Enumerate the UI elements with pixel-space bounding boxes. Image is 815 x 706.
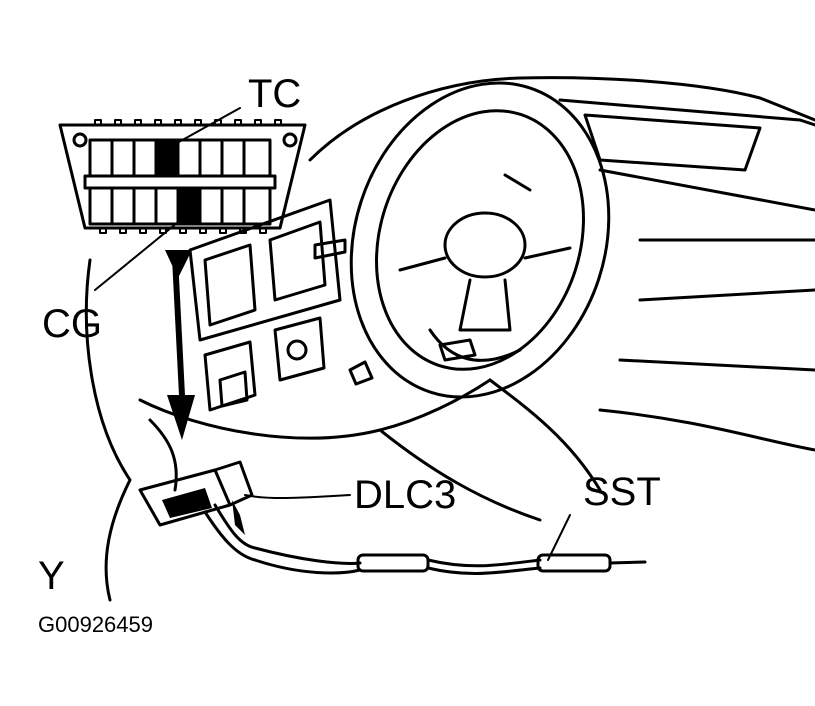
cg-label: CG xyxy=(42,302,102,346)
sst-label: SST xyxy=(583,470,661,514)
steering-wheel xyxy=(349,81,611,399)
tc-label: TC xyxy=(248,72,302,116)
dashboard xyxy=(84,76,815,602)
leader-lines xyxy=(244,494,571,561)
dlc3-connector-inset xyxy=(58,107,307,291)
y-label: Y xyxy=(38,554,65,598)
down-arrow xyxy=(165,250,195,440)
figure-id: G00926459 xyxy=(38,612,153,637)
dlc3-and-sst-cable xyxy=(138,460,647,575)
dlc3-label: DLC3 xyxy=(354,473,457,517)
